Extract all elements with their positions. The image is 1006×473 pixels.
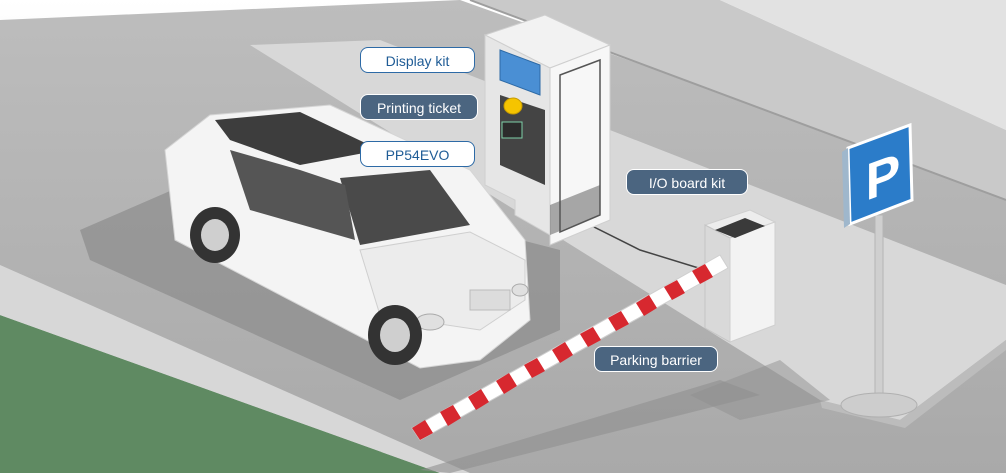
barrier-stripe — [440, 405, 461, 426]
parking-sign: P — [840, 122, 918, 418]
io-board-kit-callout: I/O board kit — [626, 169, 748, 195]
display-screen — [499, 49, 541, 96]
barrier-stripe — [692, 264, 713, 284]
cabinet-side — [729, 221, 776, 343]
display-kit-callout: Display kit — [360, 47, 475, 73]
cabinet-opening — [715, 218, 765, 238]
car-side-window — [230, 150, 355, 240]
barrier-stripe — [552, 342, 573, 363]
printing-ticket-label: Printing ticket — [376, 100, 462, 116]
terminal-base-slot — [550, 185, 600, 235]
barrier-stripe — [636, 295, 657, 316]
car — [164, 104, 531, 369]
barrier-arm — [411, 254, 729, 441]
beacon-light — [503, 97, 523, 115]
barrier-stripe — [580, 327, 601, 347]
display-kit-label: Display kit — [385, 53, 450, 69]
traffic-island — [250, 40, 1006, 420]
pp54evo-callout: PP54EVO — [360, 141, 475, 167]
sign-letter: P — [866, 142, 901, 213]
pp54evo-printer — [501, 121, 523, 139]
cabinet-front — [704, 224, 731, 343]
barrier-stripe — [524, 358, 545, 378]
barrier-stripe — [468, 389, 489, 410]
car-headlight-right — [511, 283, 529, 297]
car-hubcap-front — [380, 318, 410, 352]
barrier-stripe — [608, 311, 629, 331]
barrier-stripe — [496, 373, 517, 394]
car-hubcap-rear — [201, 219, 229, 251]
ticket-terminal — [483, 14, 612, 246]
parking-barrier-label: Parking barrier — [610, 352, 702, 368]
barrier-stripe — [664, 280, 685, 300]
terminal-mechanism — [500, 95, 545, 185]
car-grille — [469, 289, 511, 311]
sign-panel-edge — [842, 148, 850, 228]
sign-pole — [874, 214, 884, 406]
parking-barrier-callout: Parking barrier — [594, 346, 718, 372]
car-windshield — [340, 170, 470, 245]
printing-ticket-callout: Printing ticket — [360, 94, 478, 120]
car-rear-window — [215, 112, 380, 165]
far-wall — [720, 0, 1006, 130]
io-board-kit-label: I/O board kit — [648, 175, 726, 191]
barrier-shadow — [420, 380, 760, 473]
pole-shadow — [690, 360, 830, 420]
barrier-cabinet — [703, 209, 777, 343]
sign-base — [840, 392, 918, 418]
barrier-stripe — [412, 420, 433, 440]
pp54evo-label: PP54EVO — [385, 147, 450, 163]
